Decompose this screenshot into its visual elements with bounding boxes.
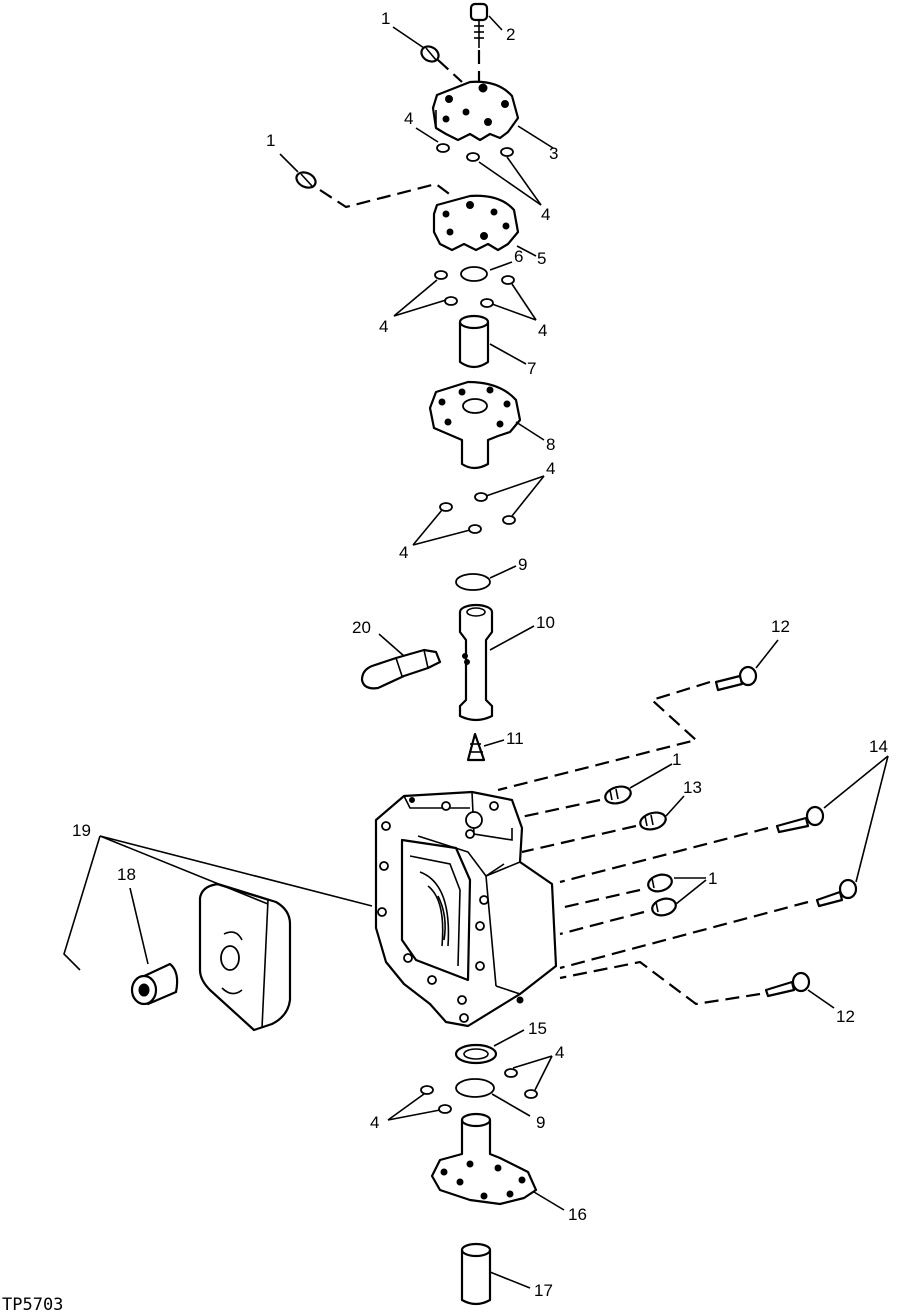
callout-4-c: 4	[379, 317, 388, 336]
callout-5: 5	[537, 249, 546, 268]
part-8-plate-with-shaft	[428, 380, 522, 470]
callout-16: 16	[568, 1205, 587, 1224]
callout-1-housing-b: 1	[708, 869, 717, 888]
part-6-o-ring	[460, 266, 488, 282]
part-12-screw-upper	[714, 665, 758, 692]
callout-12-lower: 12	[836, 1007, 855, 1026]
part-1-plugs-housing-b	[647, 873, 677, 917]
callout-4-g: 4	[555, 1043, 564, 1062]
callout-2: 2	[506, 25, 515, 44]
callout-12-upper: 12	[771, 617, 790, 636]
part-1-plug-housing-a	[604, 785, 632, 805]
part-14-screw-upper	[775, 805, 825, 834]
part-9-o-ring-top	[455, 573, 491, 591]
part-18-bushing	[130, 962, 179, 1006]
part-10-spool	[458, 603, 494, 722]
figure-code: TP5703	[2, 1295, 63, 1314]
callout-19: 19	[72, 821, 91, 840]
part-1-plug-left	[295, 171, 453, 209]
callout-4-b: 4	[541, 205, 550, 224]
part-16-plate-with-shaft	[430, 1112, 538, 1206]
leader-lines	[63, 15, 889, 1289]
part-12-screw-lower	[764, 971, 811, 998]
part-1-plug-top	[420, 45, 463, 83]
part-15-seal	[454, 1043, 498, 1065]
part-4-seals-bottom	[420, 1068, 538, 1114]
callout-9-top: 9	[518, 555, 527, 574]
callout-1-left: 1	[266, 131, 275, 150]
callout-9-bottom: 9	[536, 1113, 545, 1132]
callout-7: 7	[527, 359, 536, 378]
callout-4-e: 4	[546, 459, 555, 478]
callout-3: 3	[549, 144, 558, 163]
callout-4-f: 4	[399, 543, 408, 562]
callout-1-top: 1	[381, 9, 390, 28]
part-7-sleeve	[458, 314, 490, 369]
callout-10: 10	[536, 613, 555, 632]
callout-6: 6	[514, 247, 523, 266]
part-4-seals-row-2	[434, 270, 515, 308]
part-13-plug	[639, 811, 667, 831]
part-4-seals-row-1	[436, 143, 514, 162]
part-9-o-ring-bottom	[455, 1078, 495, 1098]
callout-15: 15	[528, 1019, 547, 1038]
callout-4-d: 4	[538, 321, 547, 340]
part-11-cone-fitting	[466, 732, 486, 762]
callout-14: 14	[869, 737, 888, 756]
part-5-plate	[432, 194, 520, 252]
part-19-cover	[198, 882, 292, 1032]
callout-labels: 1 2 3 4 1 4 6 5 4 4 7 8 4 4 9 20 10 12 1…	[72, 9, 888, 1300]
part-3-cover-plate	[431, 80, 520, 142]
part-17-pin	[460, 1242, 492, 1306]
callout-13: 13	[683, 778, 702, 797]
callout-20: 20	[352, 618, 371, 637]
callout-4-a: 4	[404, 109, 413, 128]
part-4-seals-row-3	[439, 492, 516, 534]
callout-17: 17	[534, 1281, 553, 1300]
callout-11: 11	[506, 729, 524, 748]
main-valve-housing	[374, 790, 558, 1028]
callout-1-housing-a: 1	[672, 750, 681, 769]
callout-18: 18	[117, 865, 136, 884]
part-20-plunger	[360, 648, 442, 690]
part-2-screw	[469, 2, 489, 84]
part-14-screw-lower	[815, 878, 858, 908]
callout-8: 8	[546, 435, 555, 454]
callout-4-h: 4	[370, 1113, 379, 1132]
